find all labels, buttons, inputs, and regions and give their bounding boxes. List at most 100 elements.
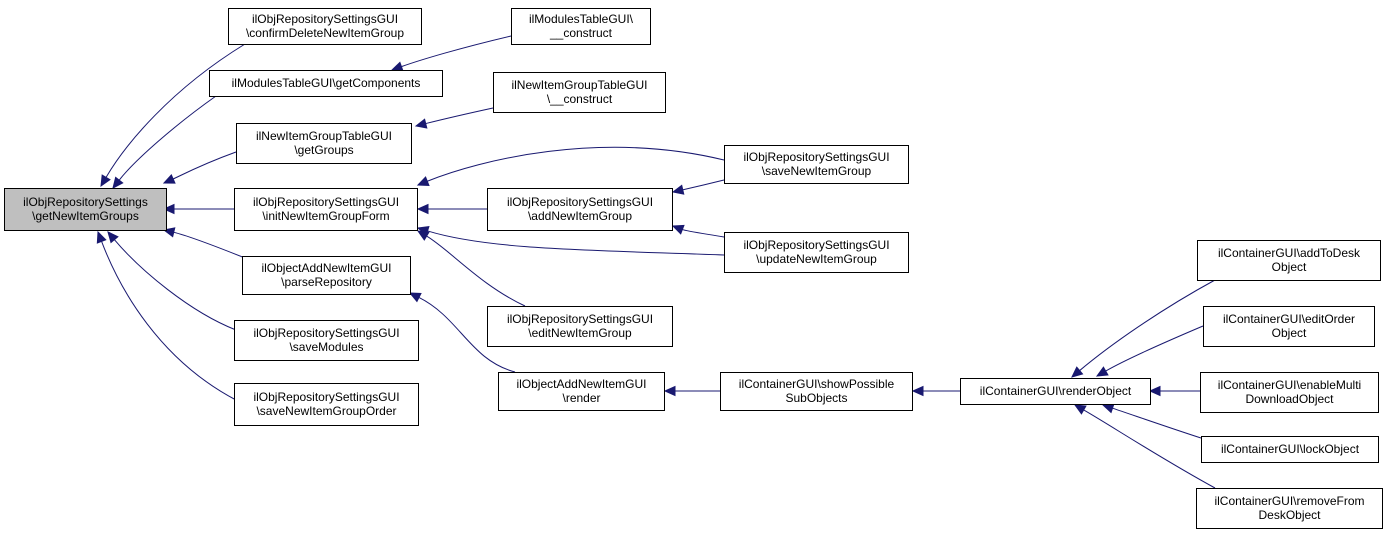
- node-label-line: DownloadObject: [1245, 392, 1334, 406]
- edge-addToDesk-to-renderObject: [1071, 279, 1216, 378]
- node-initForm[interactable]: ilObjRepositorySettingsGUI\initNewItemGr…: [234, 188, 418, 231]
- node-label-line: \getNewItemGroups: [32, 209, 139, 223]
- node-addNew[interactable]: ilObjRepositorySettingsGUI\addNewItemGro…: [487, 188, 673, 231]
- node-label-line: \__construct: [547, 92, 613, 106]
- edge-saveModules-to-root: [107, 231, 237, 331]
- node-modulesConstruct[interactable]: ilModulesTableGUI\__construct: [511, 8, 651, 45]
- node-label-line: \parseRepository: [281, 275, 372, 289]
- node-label-line: ilModulesTableGUI\: [529, 12, 634, 26]
- edge-arrowhead: [390, 61, 404, 72]
- node-box: [236, 123, 412, 164]
- edge-enableMulti-to-renderObject: [1148, 385, 1200, 397]
- edge-renderObject-to-showPossible: [911, 385, 960, 397]
- edge-line: [1079, 279, 1216, 371]
- nodes-layer: ilObjRepositorySettings\getNewItemGroups…: [4, 8, 1383, 529]
- node-box: [487, 188, 673, 231]
- node-label-line: Object: [1272, 260, 1307, 274]
- node-box: [511, 8, 651, 45]
- node-getComponents[interactable]: ilModulesTableGUI\getComponents: [209, 70, 443, 97]
- node-saveModules[interactable]: ilObjRepositorySettingsGUI\saveModules: [234, 320, 419, 361]
- edge-line: [172, 151, 237, 180]
- edge-arrowhead: [671, 224, 685, 235]
- node-label-line: ilContainerGUI\enableMulti: [1218, 378, 1361, 392]
- node-label-line: \initNewItemGroupForm: [262, 209, 389, 223]
- edge-removeFromDesk-to-renderObject: [1073, 404, 1216, 489]
- edge-saveNew-to-addNew: [671, 179, 725, 195]
- edge-arrowhead: [162, 203, 175, 215]
- node-label-line: ilObjectAddNewItemGUI: [516, 377, 646, 391]
- node-getGroups[interactable]: ilNewItemGroupTableGUI\getGroups: [236, 123, 412, 164]
- edge-line: [427, 230, 725, 256]
- edge-getComponents-to-root: [112, 95, 217, 189]
- edge-render-to-parseRepo: [408, 292, 516, 373]
- edge-arrowhead: [1101, 403, 1115, 414]
- edge-addNew-to-initForm: [416, 203, 487, 215]
- edge-arrowhead: [416, 203, 429, 215]
- edge-updateNew-to-addNew: [671, 224, 725, 238]
- node-updateNew[interactable]: ilObjRepositorySettingsGUI\updateNewItem…: [724, 232, 909, 273]
- edge-line: [418, 297, 516, 373]
- node-label-line: ilObjRepositorySettingsGUI: [507, 195, 653, 209]
- edge-arrowhead: [100, 174, 111, 188]
- node-box: [228, 8, 422, 45]
- node-lockObject[interactable]: ilContainerGUI\lockObject: [1201, 436, 1379, 463]
- edge-arrowhead: [408, 292, 422, 303]
- edge-groupTableConstruct-to-getGroups: [414, 107, 494, 129]
- node-box: [234, 383, 419, 426]
- node-box: [4, 188, 167, 231]
- node-label-line: SubObjects: [785, 391, 847, 405]
- node-root[interactable]: ilObjRepositorySettings\getNewItemGroups: [4, 188, 167, 231]
- edge-arrowhead: [112, 176, 124, 189]
- edge-lockObject-to-renderObject: [1101, 403, 1202, 439]
- node-label-line: ilObjRepositorySettingsGUI: [507, 312, 653, 326]
- node-label-line: ilContainerGUI\removeFrom: [1214, 494, 1364, 508]
- node-confirmDelete[interactable]: ilObjRepositorySettingsGUI\confirmDelete…: [228, 8, 422, 45]
- node-label-line: ilContainerGUI\addToDesk: [1218, 246, 1361, 260]
- node-label-line: ilNewItemGroupTableGUI: [256, 129, 392, 143]
- node-label-line: ilObjRepositorySettingsGUI: [253, 390, 399, 404]
- node-editNew[interactable]: ilObjRepositorySettingsGUI\editNewItemGr…: [487, 306, 673, 347]
- node-box: [1200, 372, 1379, 413]
- node-label-line: \editNewItemGroup: [528, 326, 632, 340]
- edge-line: [427, 146, 725, 182]
- edge-arrowhead: [162, 173, 176, 184]
- node-box: [1201, 436, 1379, 463]
- node-label-line: ilNewItemGroupTableGUI: [511, 78, 647, 92]
- node-label-line: ilContainerGUI\renderObject: [980, 384, 1132, 398]
- node-renderObject[interactable]: ilContainerGUI\renderObject: [960, 378, 1151, 405]
- node-label-line: ilModulesTableGUI\getComponents: [232, 76, 421, 90]
- node-label-line: \confirmDeleteNewItemGroup: [246, 26, 404, 40]
- edge-arrowhead: [671, 184, 685, 195]
- node-box: [724, 145, 909, 184]
- edge-line: [101, 241, 237, 401]
- edge-line: [682, 229, 725, 238]
- node-label-line: \saveNewItemGroup: [762, 164, 872, 178]
- edge-line: [105, 43, 246, 178]
- node-label-line: __construct: [549, 26, 613, 40]
- node-groupTableConstruct[interactable]: ilNewItemGroupTableGUI\__construct: [493, 72, 666, 113]
- node-parseRepo[interactable]: ilObjectAddNewItemGUI\parseRepository: [242, 256, 411, 295]
- node-box: [724, 232, 909, 273]
- node-label-line: DeskObject: [1258, 508, 1321, 522]
- node-saveOrder[interactable]: ilObjRepositorySettingsGUI\saveNewItemGr…: [234, 383, 419, 426]
- node-box: [960, 378, 1151, 405]
- node-label-line: \getGroups: [294, 143, 353, 157]
- node-label-line: \addNewItemGroup: [528, 209, 632, 223]
- edge-line: [1083, 409, 1216, 489]
- node-box: [209, 70, 443, 97]
- node-render[interactable]: ilObjectAddNewItemGUI\render: [498, 372, 665, 411]
- node-label-line: \updateNewItemGroup: [756, 252, 877, 266]
- node-saveNew[interactable]: ilObjRepositorySettingsGUI\saveNewItemGr…: [724, 145, 909, 184]
- node-label-line: Object: [1272, 326, 1307, 340]
- edge-line: [1105, 325, 1204, 372]
- node-label-line: \render: [562, 391, 600, 405]
- edge-line: [173, 231, 246, 259]
- edge-arrowhead: [1071, 366, 1084, 378]
- node-label-line: ilObjRepositorySettingsGUI: [743, 238, 889, 252]
- edge-arrowhead: [1095, 366, 1109, 377]
